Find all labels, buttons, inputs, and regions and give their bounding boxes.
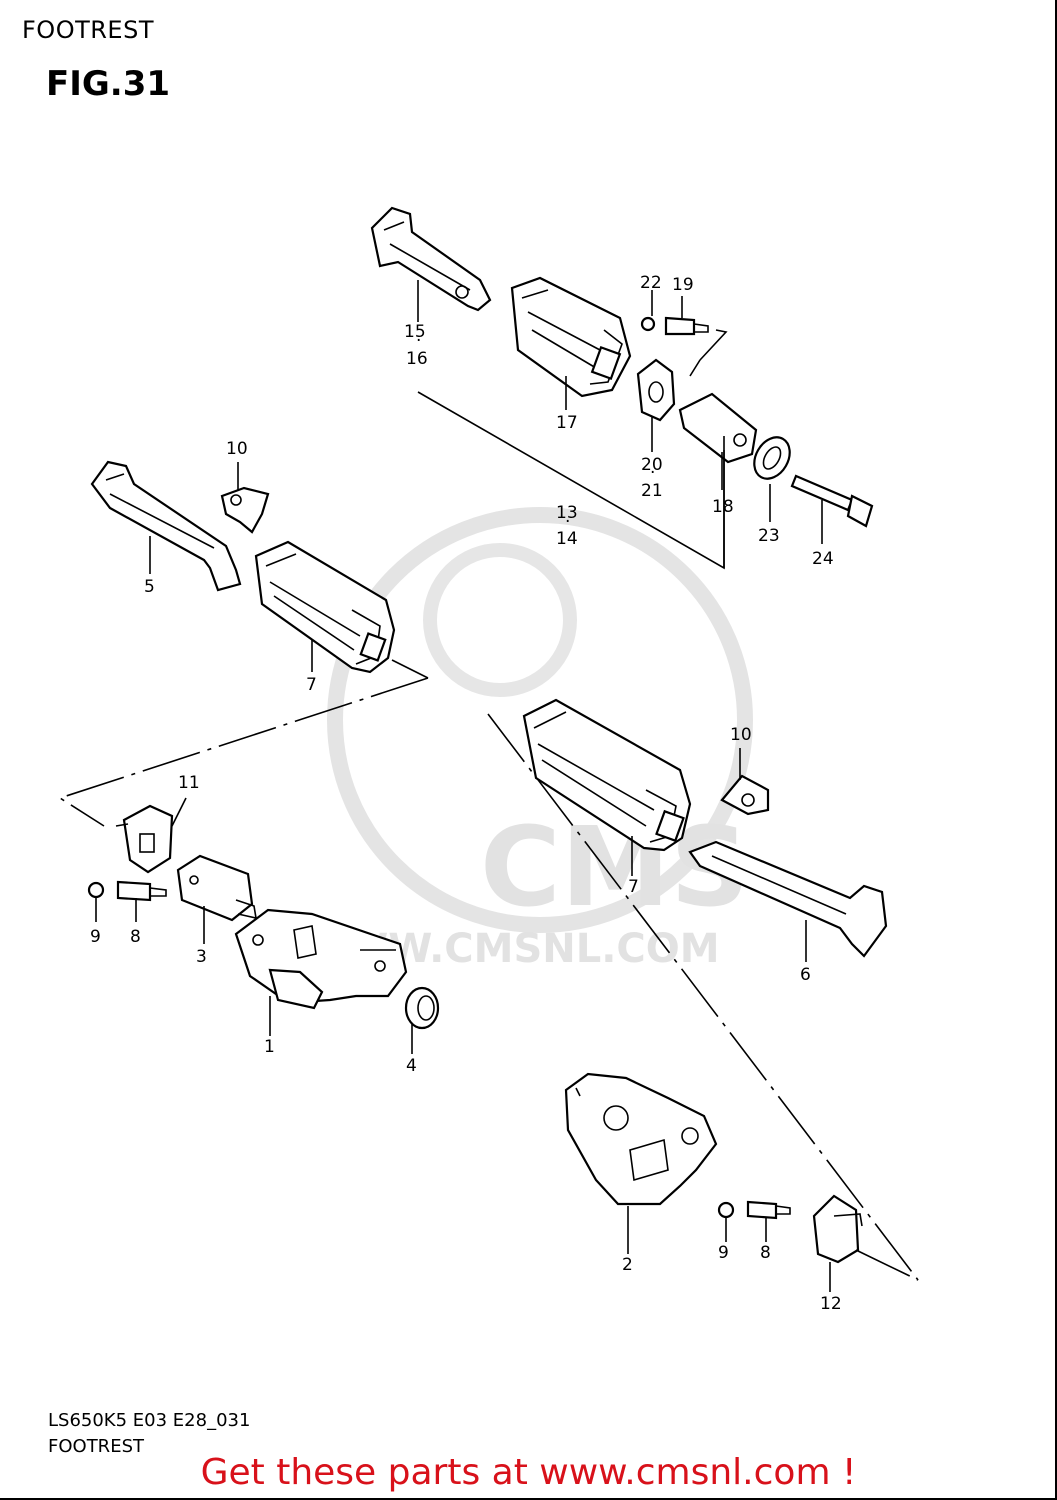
leader-lines (58, 280, 919, 1292)
callout-21: 21 (641, 481, 663, 501)
part-plate-12 (812, 1194, 863, 1264)
callout-8-left: 8 (130, 927, 141, 947)
part-footrest-bar-left (90, 460, 242, 592)
part-footrest-bar-rear (370, 206, 492, 312)
callout-labels: 15 · 16 17 22 19 20 · 21 13 · 14 18 23 2… (90, 273, 842, 1314)
callout-17: 17 (556, 413, 578, 433)
part-clip-9-left (87, 881, 105, 899)
part-clip-10-right (720, 774, 770, 816)
callout-dot-13: · (565, 512, 570, 532)
part-plate-20 (636, 358, 676, 422)
callout-15: 15 (404, 322, 426, 342)
callout-4: 4 (406, 1056, 417, 1076)
callout-11: 11 (178, 773, 200, 793)
part-rubber-right (522, 698, 692, 852)
part-plate-11 (115, 804, 174, 874)
callout-3: 3 (196, 947, 207, 967)
part-bracket-1 (234, 908, 408, 1010)
callout-12: 12 (820, 1294, 842, 1314)
callout-10-upper: 10 (226, 439, 248, 459)
callout-20: 20 (641, 455, 663, 475)
callout-7-right: 7 (628, 877, 639, 897)
callout-18: 18 (712, 497, 734, 517)
callout-22: 22 (640, 273, 662, 293)
callout-9-right: 9 (718, 1243, 729, 1263)
footer-title: FOOTREST (48, 1436, 144, 1457)
part-block-3 (176, 854, 257, 922)
callout-19: 19 (672, 275, 694, 295)
callout-9-left: 9 (90, 927, 101, 947)
part-rubber-left (254, 540, 396, 674)
callout-8-right: 8 (760, 1243, 771, 1263)
cms-watermark: CMS WWW.CMSNL.COM (300, 507, 753, 972)
part-clip-10-upper (220, 486, 270, 534)
callout-23: 23 (758, 526, 780, 546)
callout-dot: · (416, 331, 421, 351)
part-pin-8-right (746, 1200, 791, 1220)
callout-dot-20: · (650, 463, 655, 483)
callout-14: 14 (556, 529, 578, 549)
part-bracket-18 (678, 392, 758, 464)
part-pin-8-left (116, 880, 167, 902)
callout-5: 5 (144, 577, 155, 597)
callout-2: 2 (622, 1255, 633, 1275)
part-collar-4 (404, 986, 440, 1030)
callout-24: 24 (812, 549, 834, 569)
callout-16: 16 (406, 349, 428, 369)
callout-1: 1 (264, 1037, 275, 1057)
part-clip-22 (640, 316, 656, 332)
part-washer-23 (753, 436, 791, 480)
figure-number: FIG.31 (46, 64, 171, 104)
part-pin-19 (664, 316, 709, 336)
callout-10-right: 10 (730, 725, 752, 745)
get-parts-link[interactable]: Get these parts at www.cmsnl.com ! (200, 1452, 857, 1493)
part-rubber-rear (510, 276, 632, 398)
part-footrest-bar-right (688, 840, 888, 958)
part-clip-9-right (717, 1201, 735, 1219)
part-bracket-2 (564, 1072, 718, 1206)
callout-13: 13 (556, 503, 578, 523)
callout-7-upper: 7 (306, 675, 317, 695)
page-header-title: FOOTREST (22, 16, 154, 44)
part-bolt-24 (790, 474, 874, 528)
diagram-code: LS650K5 E03 E28_031 (48, 1410, 251, 1431)
callout-6: 6 (800, 965, 811, 985)
